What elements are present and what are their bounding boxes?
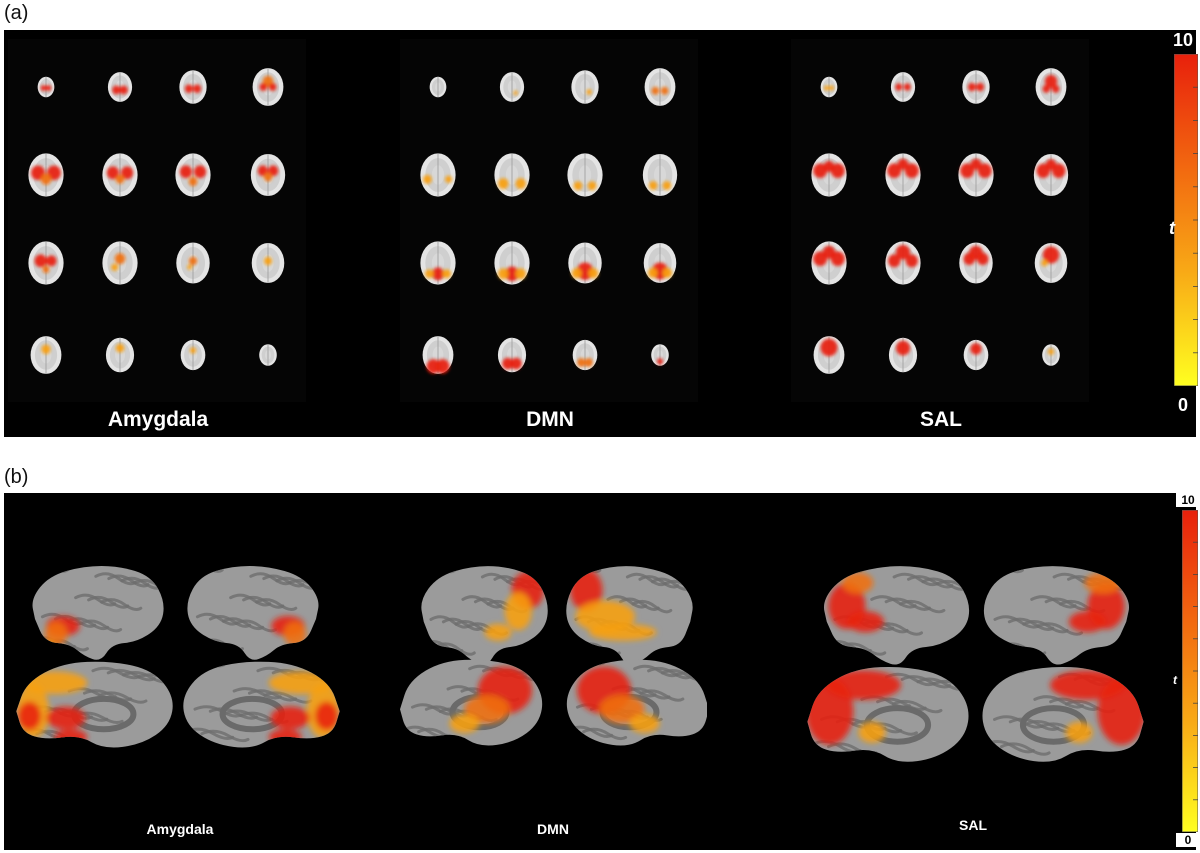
axial-slice <box>958 153 994 197</box>
axial-slice <box>102 241 138 285</box>
axial-slice <box>176 242 210 284</box>
panel-b-label: (b) <box>4 466 29 488</box>
axial-slice <box>420 241 456 285</box>
panel-a-label: (a) <box>4 2 29 24</box>
axial-slice <box>499 72 525 102</box>
colorbar-b-min: 0 <box>1176 833 1200 847</box>
sal-slices <box>791 39 1089 402</box>
axial-slice <box>179 70 207 104</box>
axial-slice <box>102 153 138 197</box>
medial-hemisphere <box>566 659 707 746</box>
axial-slice <box>962 70 990 104</box>
colorbar-a-min: 0 <box>1177 395 1188 415</box>
sal-surface-maps <box>807 566 1144 762</box>
axial-slice <box>105 337 135 373</box>
medial-hemisphere <box>982 666 1144 762</box>
dmn-surface-maps <box>400 566 707 746</box>
colorbar-b-stat: t <box>1173 673 1177 687</box>
axial-slice <box>1035 68 1067 106</box>
axial-slice <box>811 241 847 285</box>
axial-slice <box>820 76 838 98</box>
axial-slice <box>28 153 64 197</box>
panel-a: Amygdala DMN SAL 10 t 0 <box>4 30 1198 437</box>
axial-slice <box>107 72 133 102</box>
axial-slice <box>572 339 598 371</box>
colorbar-b-max: 10 <box>1176 493 1200 507</box>
colorbar-b <box>1182 510 1198 832</box>
axial-slice <box>30 336 62 374</box>
axial-slice <box>568 242 602 284</box>
network-label-dmn: DMN <box>526 408 574 431</box>
axial-slice <box>429 76 447 98</box>
amygdala-slices <box>8 39 306 402</box>
axial-slice <box>651 344 669 366</box>
axial-slice <box>1042 344 1060 366</box>
axial-slice <box>422 336 454 374</box>
axial-slice <box>1033 153 1069 197</box>
medial-hemisphere <box>16 661 173 748</box>
medial-hemisphere <box>183 661 340 748</box>
axial-slice <box>420 153 456 197</box>
axial-slice <box>644 68 676 106</box>
axial-slice <box>28 241 64 285</box>
axial-slice <box>37 76 55 98</box>
lateral-hemisphere <box>823 566 970 665</box>
axial-slice <box>885 241 921 285</box>
axial-slice <box>571 70 599 104</box>
colorbar-a-max: 10 <box>1172 30 1194 50</box>
axial-slice <box>963 339 989 371</box>
lateral-hemisphere <box>566 566 693 665</box>
axial-slice <box>251 243 285 283</box>
amygdala-axial-slices <box>28 68 286 374</box>
axial-slice <box>175 153 211 197</box>
network-label-amygdala: Amygdala <box>107 408 209 431</box>
axial-slice <box>1034 243 1068 283</box>
axial-slice <box>252 68 284 106</box>
sal-axial-slices <box>811 68 1069 374</box>
lateral-hemisphere <box>421 566 548 665</box>
lateral-hemisphere <box>32 566 164 660</box>
amygdala-surface-maps <box>16 566 340 748</box>
colorbar-a-stat: t <box>1169 218 1175 238</box>
medial-hemisphere <box>400 659 543 746</box>
axial-slice <box>643 243 677 283</box>
axial-slice <box>885 153 921 197</box>
surface-label-dmn: DMN <box>537 821 569 837</box>
axial-slice <box>642 153 678 197</box>
lateral-hemisphere <box>983 566 1130 665</box>
axial-slice <box>494 241 530 285</box>
panel-b: Amygdala DMN SAL 10 t 0 <box>4 493 1200 850</box>
axial-slice <box>180 339 206 371</box>
axial-slice <box>250 153 286 197</box>
dmn-axial-slices <box>420 68 678 374</box>
axial-slice <box>567 153 603 197</box>
dmn-slices <box>400 39 698 402</box>
axial-slice <box>959 242 993 284</box>
surface-label-amygdala: Amygdala <box>146 821 214 837</box>
axial-slice <box>497 337 527 373</box>
axial-slice <box>811 153 847 197</box>
axial-slice <box>813 336 845 374</box>
colorbar-a <box>1174 54 1198 386</box>
lateral-hemisphere <box>187 566 319 660</box>
axial-slice <box>888 337 918 373</box>
axial-slice <box>890 72 916 102</box>
axial-slice <box>494 153 530 197</box>
surface-label-sal: SAL <box>959 817 987 833</box>
network-label-sal: SAL <box>920 408 962 431</box>
axial-slice <box>259 344 277 366</box>
